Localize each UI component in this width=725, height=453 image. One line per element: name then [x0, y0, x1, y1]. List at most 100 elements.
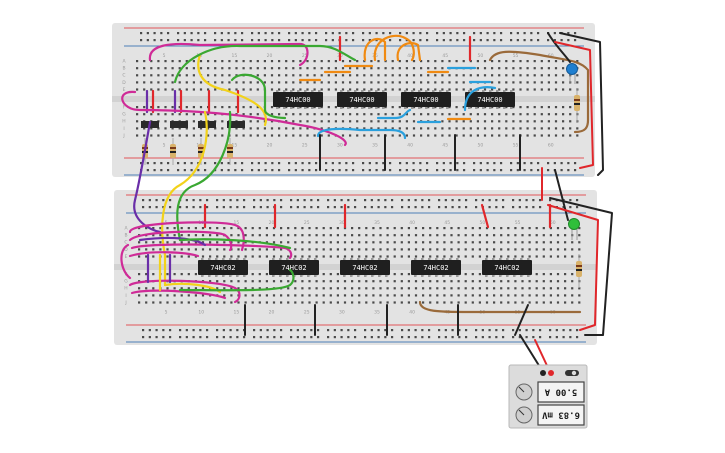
hole[interactable] — [514, 241, 517, 244]
hole[interactable] — [287, 255, 290, 258]
hole[interactable] — [178, 81, 181, 84]
hole[interactable] — [505, 67, 508, 70]
hole[interactable] — [216, 227, 219, 230]
hole[interactable] — [235, 88, 238, 91]
hole[interactable] — [370, 88, 373, 91]
hole[interactable] — [308, 248, 311, 251]
hole[interactable] — [464, 273, 467, 276]
rail-hole[interactable] — [530, 39, 533, 42]
hole[interactable] — [301, 248, 304, 251]
hole[interactable] — [505, 88, 508, 91]
hole[interactable] — [349, 134, 352, 137]
hole[interactable] — [329, 241, 332, 244]
rail-hole[interactable] — [340, 206, 343, 209]
hole[interactable] — [223, 301, 226, 304]
hole[interactable] — [143, 88, 146, 91]
hole[interactable] — [526, 120, 529, 123]
hole[interactable] — [476, 60, 479, 63]
rail-hole[interactable] — [388, 162, 392, 165]
hole[interactable] — [578, 294, 581, 297]
rail-hole[interactable] — [214, 32, 217, 35]
rail-hole[interactable] — [493, 32, 496, 35]
rail-hole[interactable] — [560, 162, 563, 165]
hole[interactable] — [358, 287, 361, 290]
hole[interactable] — [237, 255, 240, 258]
rail-hole[interactable] — [575, 199, 579, 202]
hole[interactable] — [280, 294, 283, 297]
wire-magenta[interactable] — [148, 42, 309, 67]
rail-hole[interactable] — [153, 39, 156, 42]
hole[interactable] — [256, 120, 259, 123]
hole[interactable] — [429, 248, 432, 251]
rail-hole[interactable] — [475, 336, 478, 339]
hole[interactable] — [533, 88, 536, 91]
hole[interactable] — [308, 241, 311, 244]
rail-hole[interactable] — [458, 199, 461, 202]
rail-hole[interactable] — [569, 329, 572, 332]
rail-hole[interactable] — [177, 169, 180, 172]
hole[interactable] — [327, 67, 330, 70]
hole[interactable] — [370, 74, 373, 77]
hole[interactable] — [434, 74, 437, 77]
hole[interactable] — [187, 273, 190, 276]
rail-hole[interactable] — [331, 162, 334, 165]
rail-hole[interactable] — [179, 206, 182, 209]
rail-hole[interactable] — [512, 336, 515, 339]
hole[interactable] — [562, 106, 565, 109]
hole[interactable] — [265, 234, 268, 237]
hole[interactable] — [334, 120, 337, 123]
hole[interactable] — [407, 241, 410, 244]
hole[interactable] — [533, 67, 536, 70]
hole[interactable] — [178, 113, 181, 116]
hole[interactable] — [136, 113, 139, 116]
hole[interactable] — [542, 241, 545, 244]
hole[interactable] — [377, 113, 380, 116]
hole[interactable] — [343, 227, 347, 230]
hole[interactable] — [455, 113, 458, 116]
hole[interactable] — [351, 227, 354, 230]
rail-hole[interactable] — [401, 329, 404, 332]
hole[interactable] — [270, 67, 274, 70]
hole[interactable] — [405, 81, 408, 84]
hole[interactable] — [336, 241, 339, 244]
hole[interactable] — [391, 134, 394, 137]
hole[interactable] — [228, 67, 231, 70]
hole[interactable] — [507, 301, 510, 304]
rail-hole[interactable] — [240, 32, 244, 35]
rail-hole[interactable] — [449, 32, 452, 35]
hole[interactable] — [542, 248, 545, 251]
hole[interactable] — [329, 273, 332, 276]
hole[interactable] — [358, 301, 361, 304]
top-breadboard[interactable]: 5101520253035404550556051015202530354045… — [112, 23, 595, 177]
hole[interactable] — [329, 248, 332, 251]
hole[interactable] — [285, 74, 288, 77]
hole[interactable] — [365, 301, 368, 304]
wire-brown[interactable] — [488, 50, 590, 134]
hole[interactable] — [329, 255, 332, 258]
hole[interactable] — [414, 248, 418, 251]
hole[interactable] — [294, 234, 297, 237]
rail-hole[interactable] — [216, 336, 219, 339]
hole[interactable] — [199, 113, 203, 116]
rail-hole[interactable] — [516, 162, 519, 165]
rail-hole[interactable] — [425, 32, 429, 35]
hole[interactable] — [471, 234, 474, 237]
hole[interactable] — [265, 294, 268, 297]
hole[interactable] — [209, 301, 212, 304]
hole[interactable] — [414, 280, 418, 283]
rail-hole[interactable] — [362, 162, 365, 165]
rail-hole[interactable] — [251, 162, 254, 165]
hole[interactable] — [556, 301, 560, 304]
hole[interactable] — [514, 301, 517, 304]
hole[interactable] — [393, 301, 396, 304]
hole[interactable] — [221, 67, 224, 70]
hole[interactable] — [528, 301, 531, 304]
hole[interactable] — [322, 301, 325, 304]
rail-hole[interactable] — [279, 336, 283, 339]
rail-hole[interactable] — [375, 162, 378, 165]
rail-hole[interactable] — [501, 199, 505, 202]
hole[interactable] — [185, 88, 188, 91]
hole[interactable] — [223, 227, 226, 230]
rail-hole[interactable] — [368, 162, 371, 165]
hole[interactable] — [143, 74, 146, 77]
